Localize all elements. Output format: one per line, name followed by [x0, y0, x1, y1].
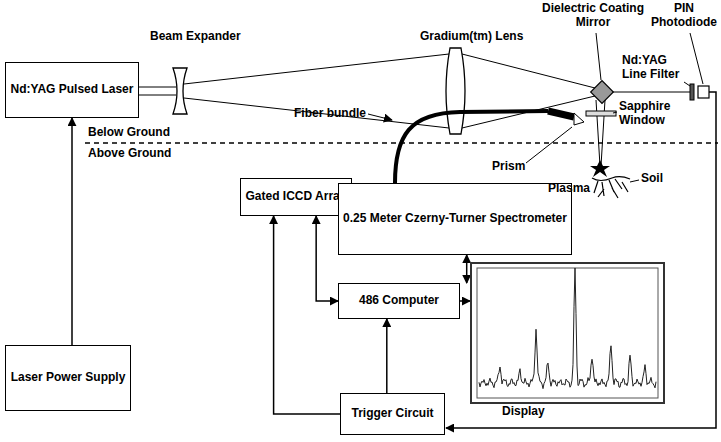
- spectrometer-box: 0.25 Meter Czerny-Turner Spectrometer: [338, 183, 572, 255]
- sapphire-window: [586, 111, 616, 116]
- signal-arrow: [71, 118, 73, 345]
- expander-lens: [173, 68, 187, 114]
- part-label: Nd:YAG Line Filter: [622, 54, 690, 82]
- text-group: Laser Power Supply: [11, 371, 126, 385]
- part-label: Fiber bundle: [294, 107, 366, 121]
- laser-box: Nd:YAG Pulsed Laser: [5, 62, 139, 118]
- text-group: Gated ICCD Array: [246, 190, 347, 204]
- part-label: Prism: [492, 160, 525, 174]
- box-label: Laser Power Supply: [11, 371, 126, 385]
- plasma-spark: [590, 160, 610, 177]
- part-label: Dielectric Coating Mirror: [540, 2, 646, 30]
- signal-arrow: [274, 216, 340, 414]
- fiber-bundle: [395, 111, 548, 183]
- gradium-lens: [446, 48, 465, 134]
- prism: [574, 113, 584, 125]
- line-filter: [690, 84, 694, 100]
- signal-arrow: [460, 300, 470, 302]
- box-label: Gated ICCD Array: [246, 190, 347, 204]
- part-label: Beam Expander: [150, 30, 241, 44]
- box-label: Nd:YAG Pulsed Laser: [11, 83, 134, 97]
- signal-wire: [446, 92, 716, 428]
- box-label: 0.25 Meter Czerny-Turner Spectrometer: [343, 212, 567, 226]
- box-label: Trigger Circuit: [351, 407, 433, 421]
- photodiode: [698, 86, 709, 98]
- detector-box: Gated ICCD Array: [240, 178, 352, 216]
- fiber-pointer: [368, 114, 392, 120]
- part-label: Soil: [641, 172, 663, 186]
- part-label: Gradium(tm) Lens: [420, 30, 523, 44]
- mirror: [591, 81, 614, 104]
- soil: [592, 177, 630, 198]
- part-label: Below Ground: [88, 126, 170, 140]
- trigger-box: Trigger Circuit: [340, 393, 445, 435]
- plot-frame: [477, 268, 658, 398]
- box-label: Display: [472, 405, 663, 419]
- part-label: Plasma: [548, 182, 590, 196]
- signal-arrow: [316, 216, 338, 301]
- fiber-probe: [548, 111, 574, 117]
- text-group: Nd:YAG Pulsed Laser: [11, 83, 134, 97]
- part-label: PIN Photodiode: [650, 2, 718, 30]
- signal-arrow: [466, 255, 468, 283]
- part-label: Above Ground: [88, 147, 171, 161]
- part-label: Sapphire Window: [619, 100, 681, 128]
- box-label: 486 Computer: [359, 294, 439, 308]
- text-group: 486 Computer: [359, 294, 439, 308]
- signal-arrow: [386, 319, 388, 393]
- leader-lines: [526, 33, 703, 182]
- spectrum-line: [479, 268, 656, 389]
- spectrum-trace: [479, 268, 656, 389]
- laser-beam: [83, 54, 690, 166]
- power-supply-box: Laser Power Supply: [5, 345, 131, 411]
- text-group: Trigger Circuit: [351, 407, 433, 421]
- computer-box: 486 Computer: [338, 283, 460, 319]
- display-screen: Display: [470, 262, 665, 404]
- text-group: 0.25 Meter Czerny-Turner Spectrometer: [343, 212, 567, 226]
